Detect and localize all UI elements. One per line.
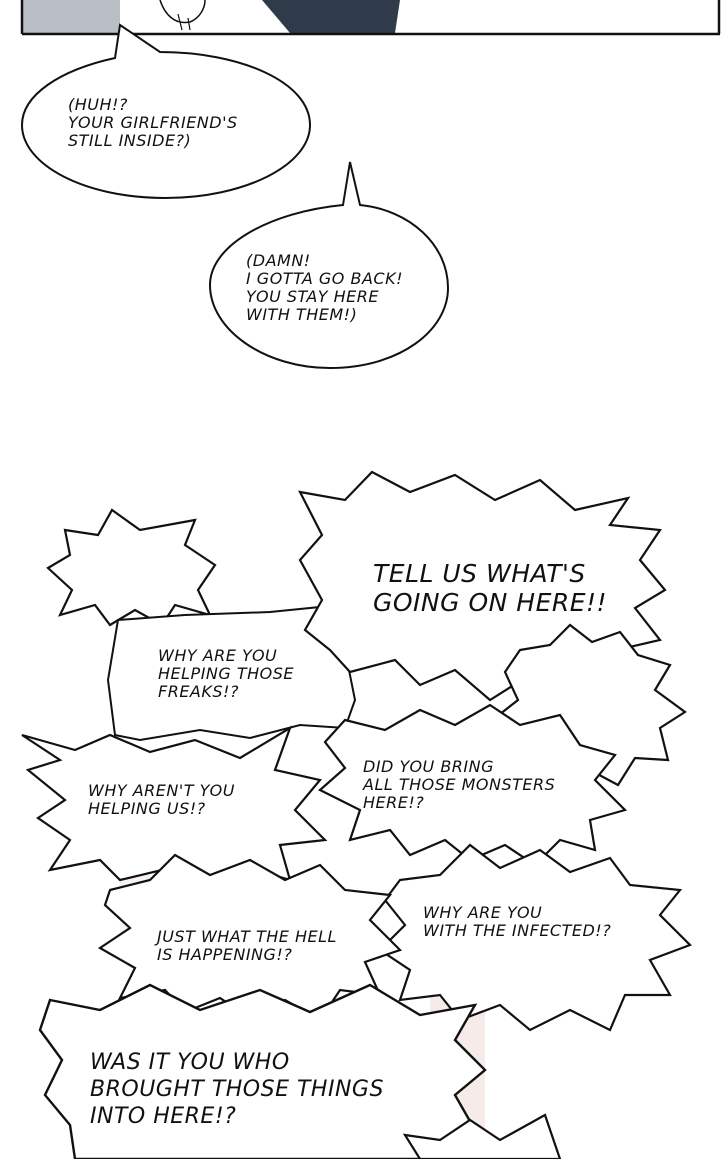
bubble-text-tell-us: TELL US WHAT'S GOING ON HERE!! (373, 559, 608, 617)
bubble-text-monsters: DID YOU BRING ALL THOSE MONSTERS HERE!? (363, 757, 556, 812)
burst-was-it-you (38, 983, 487, 1159)
top-panel (20, 0, 721, 36)
bubble-text-hell: JUST WHAT THE HELL IS HAPPENING!? (157, 927, 337, 964)
bubble-text-infected: WHY ARE YOU WITH THE INFECTED!? (423, 903, 612, 940)
burst-partial-bottom (402, 1113, 562, 1159)
speech-bubble-1 (20, 23, 312, 200)
speech-bubble-2 (208, 161, 450, 370)
bubble-text-helping-freaks: WHY ARE YOU HELPING THOSE FREAKS!? (158, 646, 295, 701)
burst-helping-freaks (106, 604, 357, 742)
burst-empty-1 (46, 508, 217, 627)
bubble-text-helping-us: WHY AREN'T YOU HELPING US!? (88, 781, 235, 818)
burst-monsters (318, 703, 628, 867)
bubble-text-huh: (HUH!? YOUR GIRLFRIEND'S STILL INSIDE?) (68, 95, 238, 150)
bubble-text-damn: (DAMN! I GOTTA GO BACK! YOU STAY HERE WI… (246, 251, 403, 324)
burst-infected (378, 843, 692, 1032)
bubble-text-was-it-you: WAS IT YOU WHO BROUGHT THOSE THINGS INTO… (90, 1050, 384, 1129)
